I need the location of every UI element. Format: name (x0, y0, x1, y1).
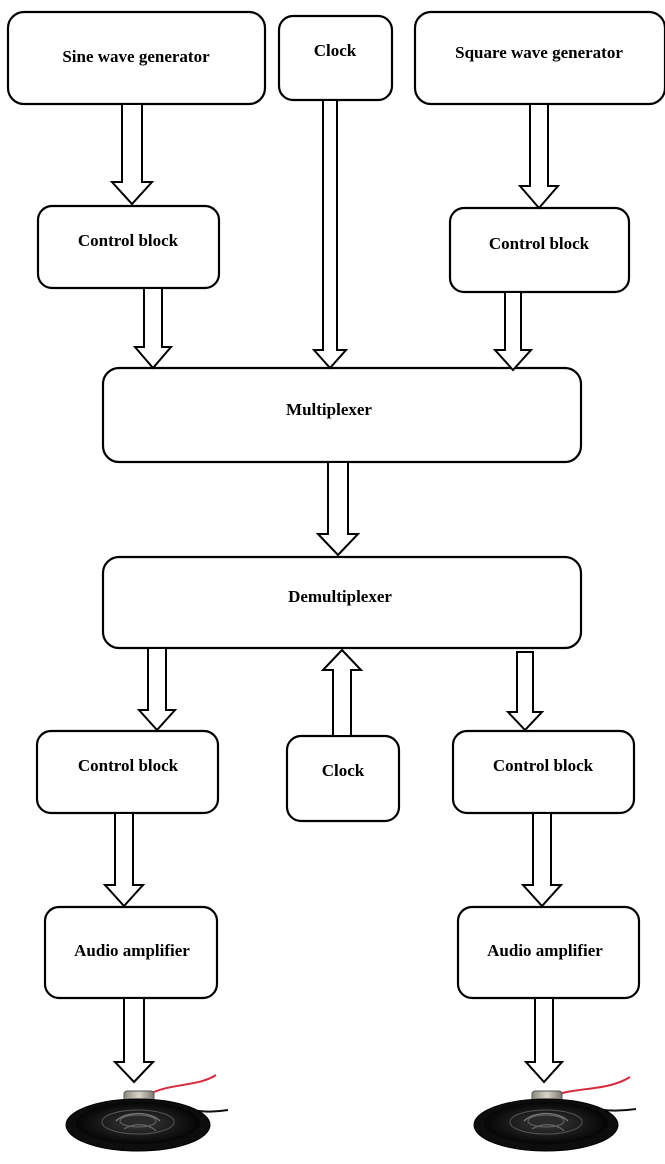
control-block-tx-right: Control block (448, 206, 631, 294)
clock-top-label: Clock (314, 41, 357, 60)
arrow-demultiplexer-to-control-left (136, 647, 178, 732)
control-block-tx-left: Control block (36, 204, 221, 290)
arrow-clock-to-demultiplexer (320, 648, 364, 737)
arrow-amplifier-right-to-speaker (523, 997, 565, 1084)
arrow-control-right-to-multiplexer (492, 291, 534, 372)
multiplexer-block: Multiplexer (101, 366, 583, 464)
audio-amplifier-left-block: Audio amplifier (43, 905, 219, 1000)
clock-block-bottom: Clock (285, 734, 401, 823)
speaker-icon (473, 1076, 637, 1152)
sine-wave-generator-label: Sine wave generator (62, 47, 210, 66)
control-block-rx-right: Control block (451, 729, 636, 815)
clock-bottom-label: Clock (322, 761, 365, 780)
audio-amplifier-right-block: Audio amplifier (456, 905, 641, 1000)
square-wave-generator-label: Square wave generator (455, 43, 623, 62)
audio-amplifier-right-label: Audio amplifier (487, 941, 603, 960)
demultiplexer-block: Demultiplexer (101, 555, 583, 650)
multiplexer-label: Multiplexer (286, 400, 372, 419)
arrow-sine-to-control (109, 103, 155, 206)
arrow-control-right-to-amplifier (520, 812, 564, 908)
control-block-rx-right-label: Control block (493, 756, 594, 775)
audio-amplifier-left-label: Audio amplifier (74, 941, 190, 960)
arrow-control-left-to-amplifier (102, 812, 146, 908)
control-block-tx-left-label: Control block (78, 231, 179, 250)
arrow-demultiplexer-to-control-right (505, 651, 545, 732)
speaker-icon (65, 1074, 229, 1152)
arrow-control-left-to-multiplexer (132, 287, 174, 370)
arrow-multiplexer-to-demultiplexer (315, 461, 361, 557)
demultiplexer-label: Demultiplexer (288, 587, 392, 606)
arrow-amplifier-left-to-speaker (112, 997, 156, 1084)
sine-wave-generator-block: Sine wave generator (6, 10, 267, 106)
arrow-clock-to-multiplexer (311, 99, 349, 370)
control-block-tx-right-label: Control block (489, 234, 590, 253)
control-block-rx-left-label: Control block (78, 756, 179, 775)
square-wave-generator-block: Square wave generator (413, 10, 665, 106)
control-block-rx-left: Control block (35, 729, 220, 815)
arrow-square-to-control (517, 103, 561, 210)
clock-block-top: Clock (277, 14, 394, 102)
